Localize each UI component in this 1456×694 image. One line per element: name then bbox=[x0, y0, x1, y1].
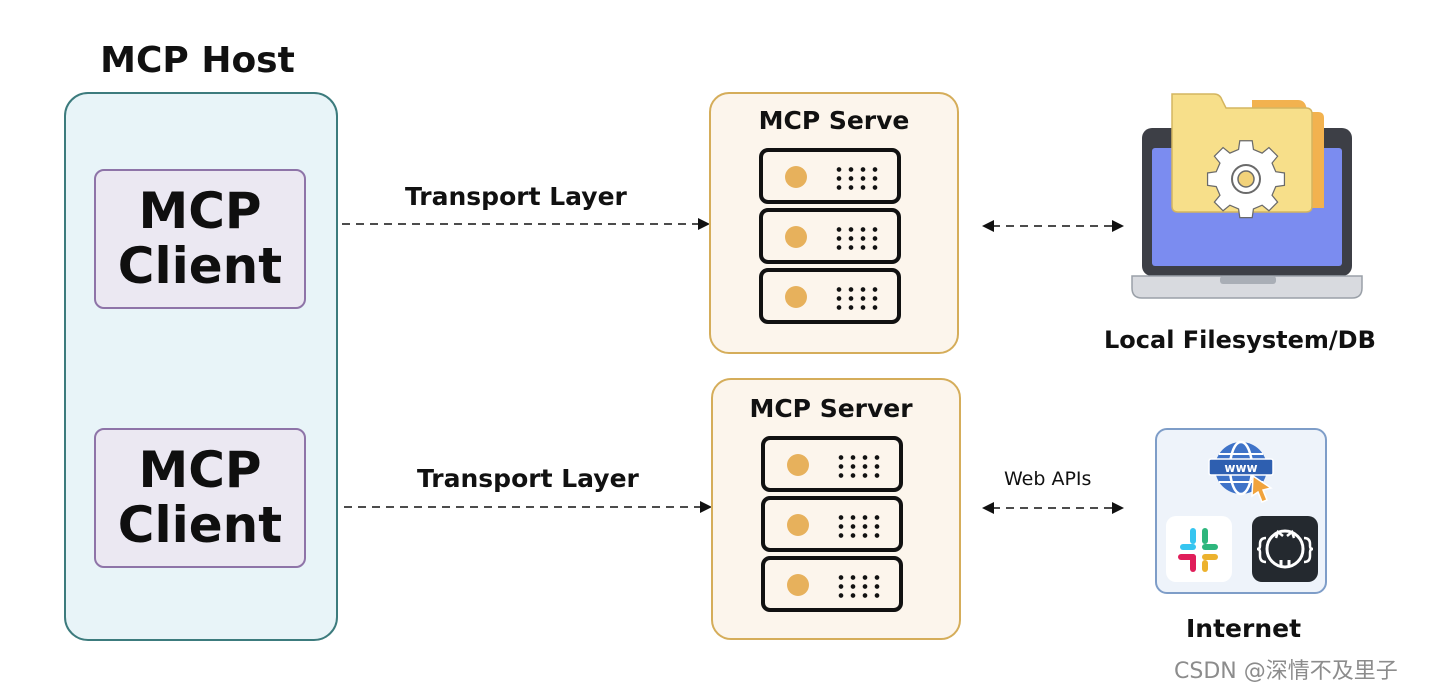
server-vent-icon bbox=[833, 225, 881, 251]
server-led-icon bbox=[785, 286, 807, 308]
server-vent-icon bbox=[835, 453, 883, 479]
mcp-client-top: MCP Client bbox=[94, 169, 306, 309]
web-apis-label: Web APIs bbox=[1004, 468, 1092, 490]
client-label-line2: Client bbox=[117, 496, 283, 554]
client-label: MCP Client bbox=[118, 443, 282, 553]
server-rack-unit bbox=[759, 148, 901, 204]
slack-icon bbox=[1166, 516, 1232, 582]
server-led-icon bbox=[787, 454, 809, 476]
server-vent-icon bbox=[835, 513, 883, 539]
github-icon bbox=[1252, 516, 1318, 582]
server-title: MCP Server bbox=[749, 394, 913, 423]
client-label: MCP Client bbox=[118, 184, 282, 294]
transport-arrow-bottom bbox=[344, 501, 712, 513]
server-rack-unit bbox=[759, 268, 901, 324]
client-label-line1: MCP bbox=[138, 441, 262, 499]
laptop-folder-gear-icon bbox=[1131, 93, 1363, 299]
transport-label-top: Transport Layer bbox=[405, 182, 627, 211]
local-double-arrow bbox=[982, 220, 1124, 232]
mcp-client-bottom: MCP Client bbox=[94, 428, 306, 568]
server-rack-unit bbox=[761, 556, 903, 612]
transport-label-bottom: Transport Layer bbox=[417, 464, 639, 493]
mcp-server-bottom: MCP Server bbox=[711, 378, 961, 640]
www-globe-icon: www bbox=[1208, 440, 1274, 503]
mcp-server-top: MCP Serve bbox=[709, 92, 959, 354]
server-led-icon bbox=[785, 166, 807, 188]
client-label-line1: MCP bbox=[138, 182, 262, 240]
watermark: CSDN @深情不及里子 bbox=[1174, 659, 1398, 684]
client-label-line2: Client bbox=[117, 237, 283, 295]
transport-arrow-top bbox=[342, 218, 710, 230]
host-title: MCP Host bbox=[100, 40, 295, 81]
server-led-icon bbox=[785, 226, 807, 248]
internet-container: www bbox=[1155, 428, 1327, 594]
server-led-icon bbox=[787, 514, 809, 536]
server-title: MCP Serve bbox=[758, 106, 910, 135]
server-vent-icon bbox=[835, 573, 883, 599]
web-apis-double-arrow bbox=[982, 502, 1124, 514]
server-vent-icon bbox=[833, 165, 881, 191]
server-rack-unit bbox=[759, 208, 901, 264]
server-led-icon bbox=[787, 574, 809, 596]
server-rack-unit bbox=[761, 436, 903, 492]
internet-label: Internet bbox=[1186, 614, 1302, 643]
server-vent-icon bbox=[833, 285, 881, 311]
www-text: www bbox=[1224, 461, 1257, 475]
server-rack-unit bbox=[761, 496, 903, 552]
local-filesystem-label: Local Filesystem/DB bbox=[1104, 326, 1376, 354]
